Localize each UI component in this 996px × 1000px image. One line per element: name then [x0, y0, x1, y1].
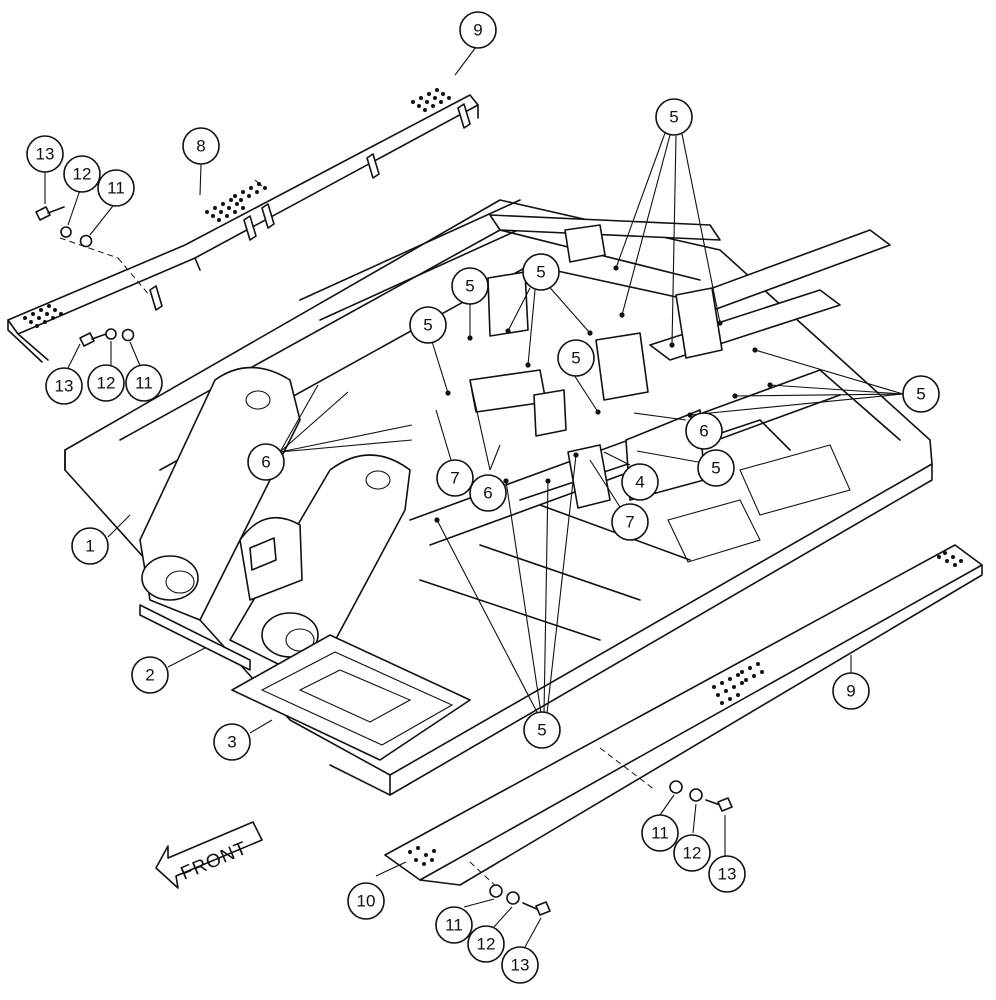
boom-mount-towers: [139, 366, 411, 666]
svg-text:2: 2: [145, 666, 154, 685]
svg-text:11: 11: [651, 824, 669, 843]
callout-11: 11: [97, 169, 135, 207]
svg-text:5: 5: [537, 721, 546, 740]
callout-1: 1: [71, 527, 109, 565]
svg-text:5: 5: [423, 316, 432, 335]
svg-text:5: 5: [711, 459, 720, 478]
leader-lines: [44, 46, 904, 948]
callout-5: 5: [697, 449, 735, 487]
callout-13: 13: [708, 855, 746, 893]
svg-text:3: 3: [227, 733, 236, 752]
svg-text:5: 5: [465, 277, 474, 296]
svg-text:7: 7: [625, 513, 634, 532]
svg-text:5: 5: [536, 263, 545, 282]
svg-text:6: 6: [699, 422, 708, 441]
leader-dots: [434, 265, 773, 523]
svg-text:13: 13: [511, 956, 530, 975]
svg-text:8: 8: [196, 137, 205, 156]
callout-5: 5: [523, 711, 561, 749]
svg-text:6: 6: [261, 453, 270, 472]
callout-5: 5: [522, 253, 560, 291]
callout-3: 3: [213, 723, 251, 761]
callout-5: 5: [451, 267, 489, 305]
callout-9: 9: [832, 672, 870, 710]
lower-walkway-panel: [384, 544, 983, 891]
svg-text:11: 11: [107, 179, 125, 198]
callout-7: 7: [611, 503, 649, 541]
callout-13: 13: [501, 946, 539, 984]
svg-text:7: 7: [450, 469, 459, 488]
callout-5: 5: [409, 306, 447, 344]
svg-text:4: 4: [635, 473, 644, 492]
svg-text:9: 9: [846, 682, 855, 701]
callout-12: 12: [63, 155, 101, 193]
callout-13: 13: [26, 135, 64, 173]
svg-text:12: 12: [477, 935, 496, 954]
svg-text:5: 5: [669, 108, 678, 127]
lower-fastener-set: [489, 780, 733, 916]
upper-walkway-panel: [7, 88, 479, 363]
callout-11: 11: [641, 814, 679, 852]
svg-text:13: 13: [718, 865, 737, 884]
svg-text:12: 12: [683, 844, 702, 863]
svg-text:13: 13: [36, 145, 55, 164]
callout-12: 12: [673, 834, 711, 872]
callout-11: 11: [125, 364, 163, 402]
callout-5: 5: [902, 375, 940, 413]
svg-text:6: 6: [483, 484, 492, 503]
svg-text:5: 5: [916, 385, 925, 404]
callout-10: 10: [347, 882, 385, 920]
callout-4: 4: [621, 463, 659, 501]
callout-5: 5: [557, 339, 595, 377]
callout-8: 8: [182, 127, 220, 165]
callout-9: 9: [459, 11, 497, 49]
callout-2: 2: [131, 656, 169, 694]
svg-text:13: 13: [55, 377, 74, 396]
svg-text:1: 1: [85, 537, 94, 556]
svg-text:11: 11: [135, 374, 153, 393]
svg-text:9: 9: [473, 21, 482, 40]
callout-12: 12: [87, 364, 125, 402]
bottom-plates: [139, 604, 471, 761]
svg-text:5: 5: [571, 349, 580, 368]
callout-13: 13: [45, 367, 83, 405]
callout-11: 11: [435, 906, 473, 944]
callout-6: 6: [469, 474, 507, 512]
callout-7: 7: [436, 459, 474, 497]
upper-fastener-set: [35, 206, 135, 347]
svg-text:10: 10: [357, 892, 376, 911]
svg-text:12: 12: [97, 374, 116, 393]
front-direction-arrow: FRONT: [155, 821, 263, 889]
callout-5: 5: [655, 98, 693, 136]
callout-6: 6: [247, 443, 285, 481]
svg-text:12: 12: [73, 165, 92, 184]
svg-text:11: 11: [445, 916, 463, 935]
callout-12: 12: [467, 925, 505, 963]
callout-6: 6: [685, 412, 723, 450]
